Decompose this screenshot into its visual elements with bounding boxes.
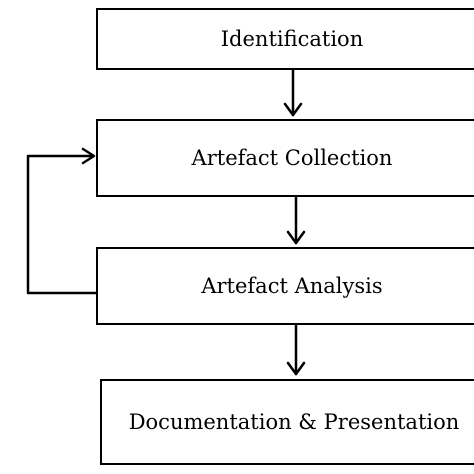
arrow-feedback-loop: [26, 147, 98, 295]
step-artefact-collection: Artefact Collection: [96, 119, 474, 197]
step-artefact-analysis-label: Artefact Analysis: [201, 274, 383, 298]
step-identification: Identification: [96, 8, 474, 70]
step-documentation-presentation: Documentation & Presentation: [100, 379, 474, 465]
step-identification-label: Identification: [220, 27, 364, 51]
arrow-collection-to-analysis: [286, 195, 306, 245]
step-artefact-analysis: Artefact Analysis: [96, 247, 474, 325]
arrow-identification-to-collection: [283, 68, 303, 117]
step-documentation-presentation-label: Documentation & Presentation: [128, 410, 460, 434]
step-artefact-collection-label: Artefact Collection: [191, 146, 393, 170]
arrow-analysis-to-documentation: [286, 323, 306, 376]
